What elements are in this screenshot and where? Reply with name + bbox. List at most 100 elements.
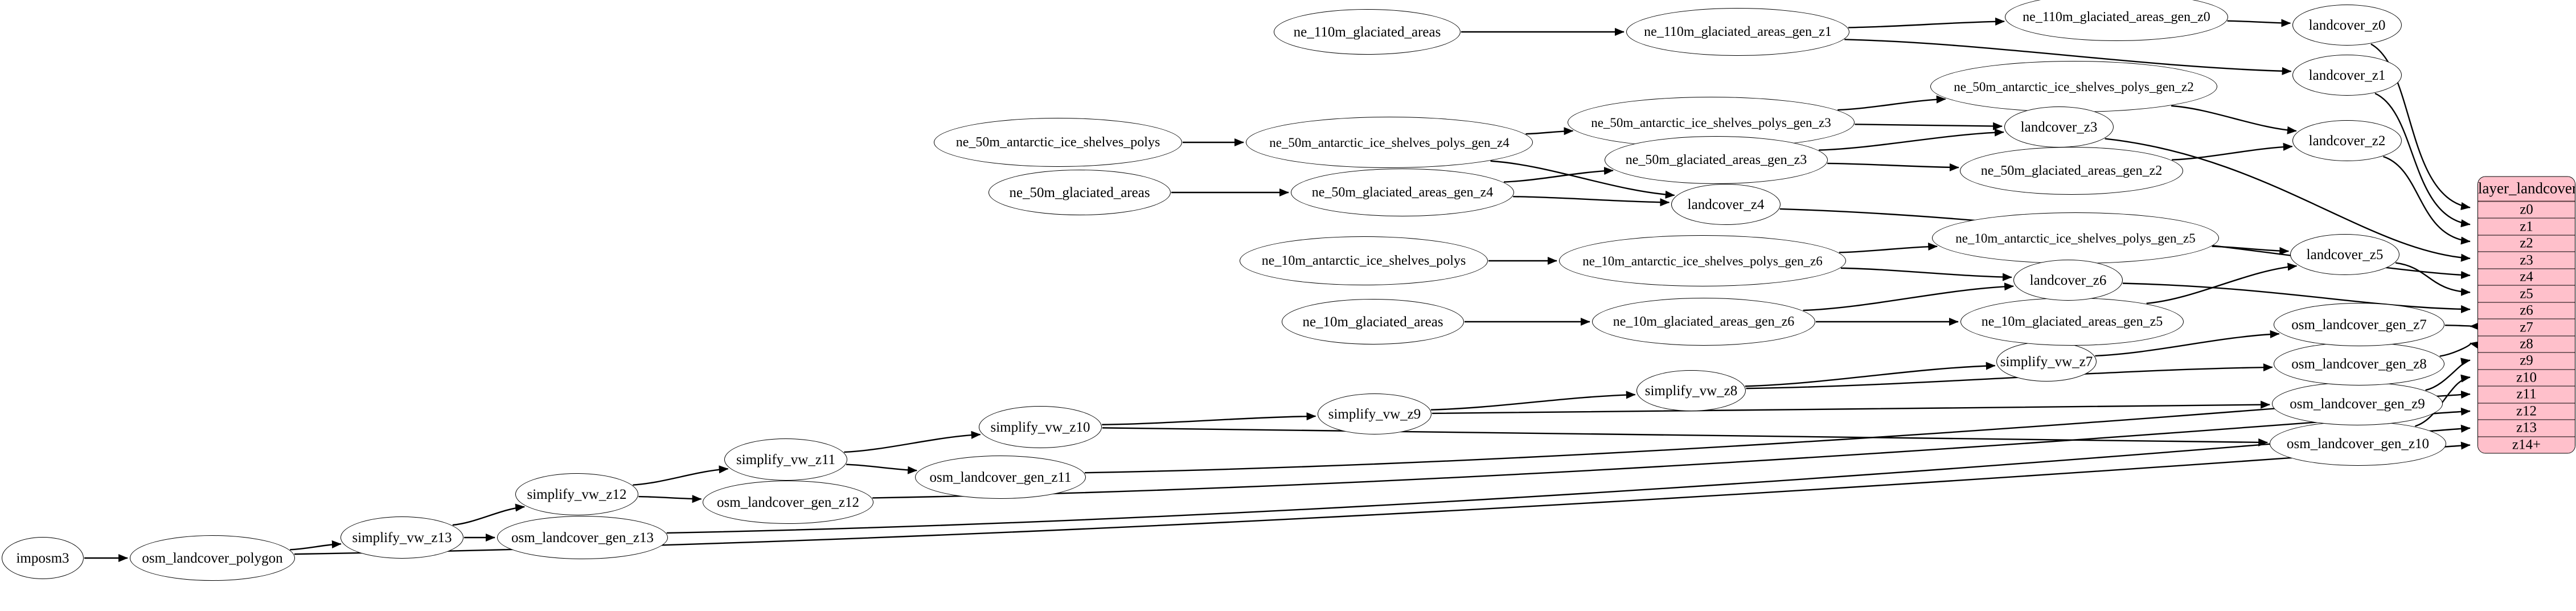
graph-edge bbox=[1803, 282, 2014, 311]
graph-node-label: simplify_vw_z11 bbox=[736, 452, 836, 468]
graph-node-ne_50m_antarctic_ice_shelves_polys[interactable]: ne_50m_antarctic_ice_shelves_polys bbox=[934, 118, 1182, 167]
graph-node-simplify_vw_z10[interactable]: simplify_vw_z10 bbox=[979, 406, 1102, 448]
graph-node-label: osm_landcover_gen_z8 bbox=[2291, 356, 2427, 372]
graph-node-ne_110m_glaciated_areas_gen_z0[interactable]: ne_110m_glaciated_areas_gen_z0 bbox=[2005, 0, 2228, 41]
graph-node-ne_110m_glaciated_areas_gen_z1[interactable]: ne_110m_glaciated_areas_gen_z1 bbox=[1626, 8, 1849, 56]
graph-edge bbox=[2095, 330, 2280, 357]
graph-node-label: ne_110m_glaciated_areas_gen_z0 bbox=[2023, 10, 2210, 24]
graph-node-label: osm_landcover_gen_z9 bbox=[2290, 396, 2425, 412]
graph-node-osm_landcover_gen_z8[interactable]: osm_landcover_gen_z8 bbox=[2274, 342, 2444, 386]
graph-node-label: ne_10m_antarctic_ice_shelves_polys_gen_z… bbox=[1582, 253, 1823, 268]
graph-node-simplify_vw_z7[interactable]: simplify_vw_z7 bbox=[1996, 342, 2097, 382]
graph-node-label: osm_landcover_gen_z10 bbox=[2287, 436, 2429, 452]
graph-node-label: simplify_vw_z10 bbox=[990, 419, 1090, 435]
layer-landcover-row-z14+[interactable]: z14+ bbox=[2478, 437, 2575, 453]
layer-landcover-row-z0[interactable]: z0 bbox=[2478, 202, 2575, 219]
layer-landcover-row-z4[interactable]: z4 bbox=[2478, 269, 2575, 286]
graph-node-label: landcover_z4 bbox=[1687, 196, 1765, 212]
graph-node-landcover_z1[interactable]: landcover_z1 bbox=[2292, 55, 2402, 96]
graph-node-ne_50m_glaciated_areas_gen_z3[interactable]: ne_50m_glaciated_areas_gen_z3 bbox=[1605, 136, 1828, 184]
graph-edge bbox=[633, 465, 729, 486]
graph-node-landcover_z2[interactable]: landcover_z2 bbox=[2292, 120, 2402, 161]
layer-landcover-row-z9[interactable]: z9 bbox=[2478, 352, 2575, 370]
graph-edge bbox=[1430, 391, 1636, 411]
graph-node-label: ne_50m_antarctic_ice_shelves_polys bbox=[955, 135, 1160, 150]
graph-node-landcover_z6[interactable]: landcover_z6 bbox=[2013, 260, 2123, 301]
graph-node-osm_landcover_gen_z12[interactable]: osm_landcover_gen_z12 bbox=[703, 481, 873, 524]
graph-node-label: osm_landcover_gen_z13 bbox=[511, 530, 654, 546]
graph-node-ne_10m_glaciated_areas_gen_z6[interactable]: ne_10m_glaciated_areas_gen_z6 bbox=[1592, 298, 1815, 346]
graph-edge bbox=[2171, 105, 2297, 134]
graph-node-landcover_z4[interactable]: landcover_z4 bbox=[1671, 184, 1781, 225]
layer-landcover-row-z6[interactable]: z6 bbox=[2478, 302, 2575, 319]
graph-node-label: simplify_vw_z7 bbox=[2000, 354, 2093, 370]
graph-edge bbox=[1084, 390, 2471, 474]
graph-node-label: ne_50m_glaciated_areas bbox=[1009, 184, 1150, 200]
graph-node-label: ne_110m_glaciated_areas bbox=[1293, 24, 1441, 40]
graph-edge bbox=[1855, 122, 2003, 130]
graph-node-ne_50m_glaciated_areas_gen_z2[interactable]: ne_50m_glaciated_areas_gen_z2 bbox=[1960, 147, 2183, 195]
layer-landcover-row-z13[interactable]: z13 bbox=[2478, 420, 2575, 437]
graph-edge bbox=[1513, 195, 1670, 207]
graph-edge bbox=[290, 540, 342, 551]
graph-node-simplify_vw_z13[interactable]: simplify_vw_z13 bbox=[341, 516, 463, 559]
graph-edge bbox=[1745, 362, 1996, 387]
graph-node-simplify_vw_z11[interactable]: simplify_vw_z11 bbox=[724, 438, 847, 481]
graph-node-osm_landcover_gen_z11[interactable]: osm_landcover_gen_z11 bbox=[915, 456, 1086, 499]
graph-node-ne_10m_antarctic_ice_shelves_polys_gen_z6[interactable]: ne_10m_antarctic_ice_shelves_polys_gen_z… bbox=[1559, 235, 1846, 286]
graph-node-landcover_z0[interactable]: landcover_z0 bbox=[2292, 5, 2402, 46]
graph-node-imposm3[interactable]: imposm3 bbox=[2, 537, 84, 579]
graph-node-label: ne_10m_glaciated_areas_gen_z5 bbox=[1981, 314, 2163, 329]
layer-landcover-row-z10[interactable]: z10 bbox=[2478, 370, 2575, 387]
graph-node-osm_landcover_gen_z13[interactable]: osm_landcover_gen_z13 bbox=[497, 516, 668, 559]
graph-node-label: simplify_vw_z12 bbox=[527, 486, 627, 502]
graph-edge bbox=[1844, 39, 2292, 75]
graph-edge bbox=[2122, 282, 2471, 314]
graph-edge bbox=[1840, 267, 2012, 281]
graph-node-ne_50m_glaciated_areas[interactable]: ne_50m_glaciated_areas bbox=[988, 170, 1171, 215]
graph-node-ne_10m_glaciated_areas[interactable]: ne_10m_glaciated_areas bbox=[1282, 299, 1464, 345]
graph-edge bbox=[1525, 127, 1574, 136]
graph-edge bbox=[2227, 19, 2291, 27]
layer-landcover-row-z8[interactable]: z8 bbox=[2478, 336, 2575, 353]
graph-node-landcover_z5[interactable]: landcover_z5 bbox=[2290, 234, 2399, 275]
layer-landcover-row-z5[interactable]: z5 bbox=[2478, 285, 2575, 303]
graph-edge bbox=[2439, 341, 2480, 357]
layer-landcover-row-z2[interactable]: z2 bbox=[2478, 235, 2575, 252]
graph-node-osm_landcover_gen_z7[interactable]: osm_landcover_gen_z7 bbox=[2274, 303, 2444, 346]
layer-landcover-row-z12[interactable]: z12 bbox=[2478, 403, 2575, 420]
graph-node-label: simplify_vw_z13 bbox=[352, 530, 452, 546]
graph-node-osm_landcover_gen_z9[interactable]: osm_landcover_gen_z9 bbox=[2272, 382, 2443, 425]
graph-node-label: landcover_z5 bbox=[2306, 247, 2384, 263]
graph-node-ne_50m_antarctic_ice_shelves_polys_gen_z4[interactable]: ne_50m_antarctic_ice_shelves_polys_gen_z… bbox=[1246, 117, 1533, 168]
graph-node-label: osm_landcover_gen_z11 bbox=[929, 469, 1072, 485]
graph-node-osm_landcover_gen_z10[interactable]: osm_landcover_gen_z10 bbox=[2270, 421, 2446, 466]
graph-node-simplify_vw_z9[interactable]: simplify_vw_z9 bbox=[1318, 393, 1431, 434]
graph-node-ne_50m_antarctic_ice_shelves_polys_gen_z2[interactable]: ne_50m_antarctic_ice_shelves_polys_gen_z… bbox=[1930, 61, 2217, 112]
graph-node-label: landcover_z6 bbox=[2029, 272, 2107, 288]
graph-node-osm_landcover_polygon[interactable]: osm_landcover_polygon bbox=[130, 535, 295, 581]
graph-node-ne_10m_antarctic_ice_shelves_polys[interactable]: ne_10m_antarctic_ice_shelves_polys bbox=[1240, 236, 1488, 285]
graph-node-label: ne_50m_antarctic_ice_shelves_polys_gen_z… bbox=[1591, 115, 1831, 130]
graph-edge bbox=[844, 430, 981, 453]
graph-node-ne_110m_glaciated_areas[interactable]: ne_110m_glaciated_areas bbox=[1274, 9, 1461, 55]
graph-node-ne_50m_glaciated_areas_gen_z4[interactable]: ne_50m_glaciated_areas_gen_z4 bbox=[1291, 169, 1514, 216]
graph-node-simplify_vw_z8[interactable]: simplify_vw_z8 bbox=[1636, 370, 1746, 411]
layer-landcover-row-z7[interactable]: z7 bbox=[2478, 319, 2575, 337]
graph-node-ne_10m_glaciated_areas_gen_z5[interactable]: ne_10m_glaciated_areas_gen_z5 bbox=[1960, 298, 2184, 346]
graph-edge bbox=[2370, 43, 2471, 210]
graph-node-simplify_vw_z12[interactable]: simplify_vw_z12 bbox=[515, 473, 638, 515]
graph-edge bbox=[1848, 17, 2005, 28]
graph-node-label: ne_10m_antarctic_ice_shelves_polys_gen_z… bbox=[1955, 231, 2196, 245]
graph-edge bbox=[1431, 400, 2270, 415]
layer-landcover-row-z3[interactable]: z3 bbox=[2478, 252, 2575, 269]
graph-edge bbox=[2444, 322, 2480, 330]
graph-node-ne_10m_antarctic_ice_shelves_polys_gen_z5[interactable]: ne_10m_antarctic_ice_shelves_polys_gen_z… bbox=[1932, 212, 2219, 264]
layer-landcover-row-z11[interactable]: z11 bbox=[2478, 386, 2575, 404]
layer-landcover-row-z1[interactable]: z1 bbox=[2478, 218, 2575, 236]
graph-node-landcover_z3[interactable]: landcover_z3 bbox=[2004, 106, 2114, 147]
